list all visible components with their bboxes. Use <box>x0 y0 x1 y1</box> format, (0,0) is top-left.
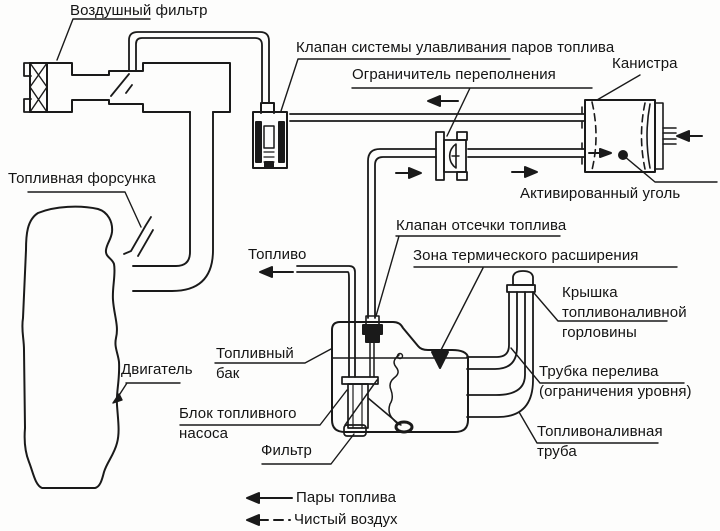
label-overflow-limiter: Ограничитель переполнения <box>352 66 556 83</box>
vapor-pipe-top <box>289 113 586 122</box>
label-pump-unit: Блок топливного насоса <box>179 405 297 442</box>
overflow-tube-line <box>466 291 510 358</box>
label-fuel-injector: Топливная форсунка <box>8 170 156 187</box>
vapor-right-arrow-2 <box>524 166 538 178</box>
fuel-cutoff-valve <box>362 315 383 343</box>
fuel-injector <box>123 216 154 257</box>
label-overflow-tube: Трубка перелива (ограничения уровня) <box>539 363 692 400</box>
fuel-flow-arrow <box>259 266 273 278</box>
label-activated-carbon: Активированный уголь <box>520 185 681 202</box>
flow-arrows <box>259 95 703 369</box>
label-engine: Двигатель <box>121 361 193 378</box>
canister-air-ports <box>662 127 677 145</box>
tank-down-arrow <box>431 351 449 369</box>
engine-outline <box>21 205 121 489</box>
label-vapor-valve: Клапан системы улавливания паров топлива <box>296 39 615 56</box>
fuel-pump-module <box>341 352 414 437</box>
air-filter-assembly <box>23 62 231 113</box>
label-fuel-cutoff-valve: Клапан отсечки топлива <box>396 217 567 234</box>
filler-pipe-line <box>466 291 526 396</box>
legend-clean-air: Чистый воздух <box>294 511 398 528</box>
canister <box>581 99 677 173</box>
air-filter-element <box>29 62 48 113</box>
fuel-line <box>296 265 375 378</box>
pump-filter <box>343 424 367 437</box>
label-fuel: Топливо <box>248 246 307 263</box>
legend-fuel-vapors: Пары топлива <box>296 489 397 506</box>
intake-runner <box>132 111 214 292</box>
canister-in-arrow <box>599 148 612 158</box>
label-filter: Фильтр <box>261 442 312 459</box>
label-canister: Канистра <box>612 55 678 72</box>
throttle-plate <box>110 73 133 97</box>
legend-arrows <box>246 492 293 526</box>
label-thermal-zone: Зона термического расширения <box>413 247 639 264</box>
legend-dashed-arrow <box>246 514 260 526</box>
filler-cap-brim <box>506 284 536 293</box>
leader-lines <box>27 18 718 465</box>
vapor-pipe-to-valve <box>128 31 270 104</box>
label-filler-pipe: Топливоналивная труба <box>537 423 663 460</box>
vapor-left-arrow <box>427 95 441 107</box>
vapor-recovery-valve <box>252 102 288 169</box>
filler-cap <box>512 270 534 286</box>
label-air-filter: Воздушный фильтр <box>70 2 208 19</box>
float <box>394 420 414 434</box>
legend-solid-arrow <box>246 492 260 504</box>
label-filler-cap: Крышка топливоналивной горловины <box>562 284 687 341</box>
level-sender-wire <box>388 354 402 426</box>
clean-air-arrow <box>676 130 690 142</box>
overflow-limiter <box>435 131 468 181</box>
vapor-pipe-lower <box>367 148 586 319</box>
vapor-right-arrow-1 <box>408 167 422 179</box>
label-fuel-tank: Топливный бак <box>216 345 294 382</box>
filler-assembly <box>466 270 536 418</box>
